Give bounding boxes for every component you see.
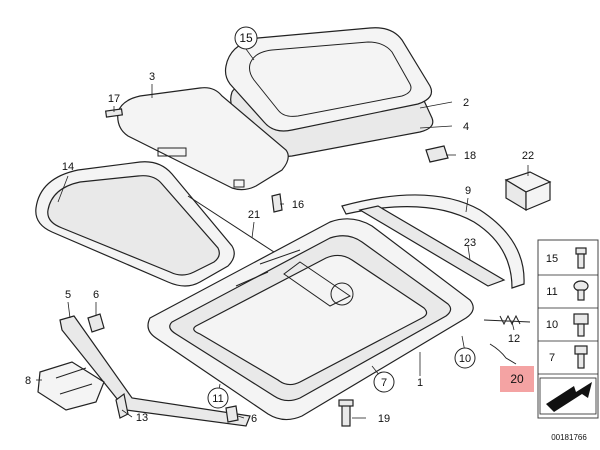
fastener-num-2: 10 <box>546 319 558 331</box>
callout-3: 3 <box>149 71 155 83</box>
socket-screw-icon <box>574 345 588 369</box>
callout-highlight-20 <box>500 366 534 392</box>
callout-circle-15 <box>234 26 258 50</box>
drive-motor-8 <box>37 361 105 411</box>
callout-6-lower: 6 <box>251 413 257 425</box>
callout-circle-11 <box>207 387 229 409</box>
callout-4: 4 <box>463 121 469 133</box>
callout-20: 20 <box>510 372 524 386</box>
leader-lines <box>36 48 529 419</box>
callout-18: 18 <box>464 150 476 162</box>
callout-21: 21 <box>248 209 260 221</box>
arrow-icon <box>546 382 592 412</box>
spring-12 <box>483 314 531 326</box>
fastener-table: 15 11 10 7 <box>537 239 599 419</box>
callout-circle-10 <box>454 347 476 369</box>
callout-9: 9 <box>465 185 471 197</box>
sun-shade-panel <box>117 87 289 191</box>
callout-6-upper: 6 <box>93 289 99 301</box>
callout-19: 19 <box>378 413 390 425</box>
hex-bolt-icon <box>573 313 589 337</box>
frame-seal-14 <box>35 161 235 287</box>
callout-11: 11 <box>212 393 223 405</box>
diagram-id: 00181766 <box>551 433 587 442</box>
fastener-num-0: 15 <box>546 253 558 265</box>
callout-1: 1 <box>417 377 423 389</box>
callouts: 15 3 17 2 4 18 22 14 16 21 9 23 5 6 12 1… <box>25 26 534 425</box>
callout-circle-7 <box>373 371 395 393</box>
callout-14: 14 <box>62 161 74 173</box>
callout-22: 22 <box>522 150 534 162</box>
callout-13: 13 <box>136 412 148 424</box>
wind-deflector-box-22 <box>504 171 552 212</box>
clip-17 <box>104 108 124 118</box>
fastener-num-1: 11 <box>546 286 557 298</box>
callout-16: 16 <box>292 199 304 211</box>
screw-icon <box>575 247 587 269</box>
callout-5: 5 <box>65 289 71 301</box>
callout-12: 12 <box>508 333 520 345</box>
callout-2: 2 <box>463 97 469 109</box>
clip-6-lower <box>225 405 239 423</box>
pad-18 <box>425 145 449 163</box>
sunroof-frame-1 <box>147 218 474 421</box>
callout-7: 7 <box>381 377 387 389</box>
callout-23: 23 <box>464 237 476 249</box>
callout-10: 10 <box>459 353 471 365</box>
callout-8: 8 <box>25 375 31 387</box>
clip-16 <box>271 193 283 213</box>
bolt-19 <box>338 399 354 427</box>
clip-6-upper <box>87 313 105 333</box>
callout-15: 15 <box>239 31 253 45</box>
fastener-num-3: 7 <box>549 352 555 364</box>
glass-lid <box>224 27 433 132</box>
wind-deflector-9 <box>341 194 525 289</box>
guide-rail-23 <box>358 205 506 287</box>
callout-17: 17 <box>108 93 120 105</box>
round-head-screw-icon <box>573 280 589 301</box>
cable-end-20 <box>489 343 517 365</box>
